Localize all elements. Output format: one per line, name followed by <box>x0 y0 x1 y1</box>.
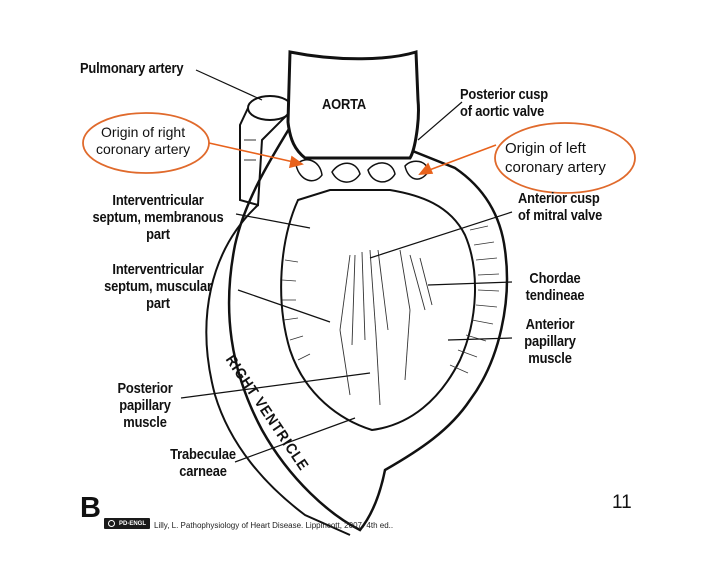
chordae-lines <box>339 249 433 406</box>
heart-outline <box>227 122 509 532</box>
label-posterior-papillary: Posterior papillary muscle <box>117 380 173 431</box>
pulmonary-artery-shape <box>239 95 293 207</box>
label-posterior-cusp: Posterior cusp of aortic valve <box>460 86 548 120</box>
aortic-cusps <box>295 159 429 183</box>
left-origin-callout <box>494 122 636 194</box>
citation: Lilly, L. Pathophysiology of Heart Disea… <box>154 521 394 530</box>
label-anterior-papillary: Anterior papillary muscle <box>524 316 576 367</box>
left-ventricle-cavity <box>280 189 476 432</box>
label-iv-septum-membranous: Interventricular septum, membranous part <box>92 192 224 243</box>
label-aorta: AORTA <box>322 96 367 113</box>
myocardium-hatching <box>281 225 500 374</box>
cc-icon <box>108 520 115 527</box>
right-ventricle-wall <box>205 204 351 536</box>
label-origin-right: Origin of right coronary artery <box>96 124 191 157</box>
page-number: 11 <box>612 492 632 513</box>
license-badge-label: PD-ENGL <box>119 520 146 527</box>
label-chordae: Chordae tendineae <box>525 270 585 304</box>
label-origin-left: Origin of left coronary artery <box>505 140 606 176</box>
label-iv-septum-muscular: Interventricular septum, muscular part <box>104 261 212 312</box>
label-trabeculae: Trabeculae carneae <box>170 446 236 480</box>
label-pulmonary-artery: Pulmonary artery <box>80 60 184 77</box>
label-anterior-cusp: Anterior cusp of mitral valve <box>518 190 603 224</box>
aorta-shape <box>286 49 420 160</box>
leader-lines <box>180 69 513 463</box>
callout-arrows <box>208 142 497 175</box>
license-badge: PD-ENGL <box>104 518 150 529</box>
panel-letter: B <box>80 492 101 524</box>
